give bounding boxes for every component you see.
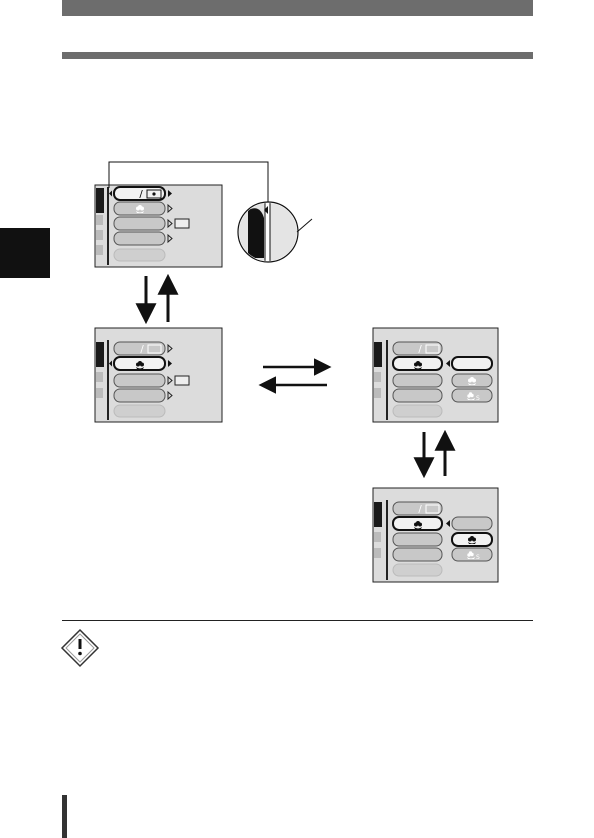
screen-mid-right: /	[373, 328, 498, 422]
screen-top-left: /	[95, 185, 222, 267]
card-icon	[175, 376, 189, 385]
screen-bottom-right: /	[373, 488, 498, 582]
caution-exclamation-icon	[62, 630, 98, 666]
screen-mid-left: /	[95, 328, 222, 422]
card-icon	[175, 219, 189, 228]
